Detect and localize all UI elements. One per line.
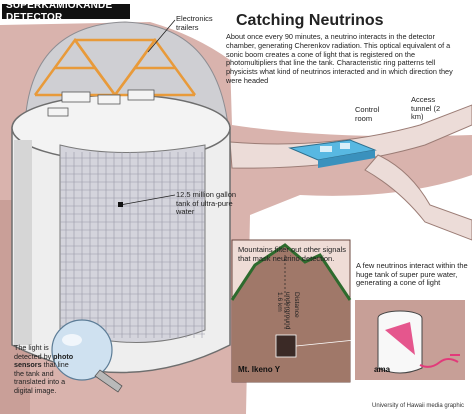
sensor-note: The light is detected by photo sensors t… [14, 343, 78, 396]
cone-inset [355, 300, 465, 380]
electronics-leader [147, 19, 176, 53]
label-distance: Distance underground 1.6 km [275, 292, 300, 330]
control-room [288, 139, 377, 168]
photo-sensor-bulb [51, 319, 123, 393]
tunnel-branch [364, 154, 472, 241]
sensor-note-prefix: The light is detected by [14, 343, 52, 361]
tank-leader [119, 194, 176, 206]
label-ama: ama [374, 365, 391, 374]
credit: University of Hawaii media graphic [372, 403, 465, 409]
intro-text: About once every 90 minutes, a neutrino … [226, 32, 453, 85]
electronics-trailers [47, 89, 155, 117]
mountain-panel [230, 239, 356, 383]
label-mountains: Mountains filter out other signals that … [238, 245, 346, 263]
tank-marker [118, 202, 123, 207]
label-control-room: Control room [355, 105, 380, 123]
label-tank: 12.5 million gallon tank of ultra-pure w… [176, 190, 237, 217]
sensor-note-bold: photo sensors [14, 351, 74, 370]
badge-title: SUPERKAMIOKANDE DETECTOR [2, 0, 130, 23]
sensor-note-suffix: that line the tank and translated into a… [14, 360, 69, 395]
label-few-neutrinos: A few neutrinos interact within the huge… [356, 261, 468, 288]
page-title: Catching Neutrinos [236, 12, 384, 29]
label-electronics: Electronics trailers [176, 14, 213, 32]
tank-shade [14, 140, 32, 345]
label-mountain-name: Mt. Ikeno Y [238, 365, 281, 374]
label-access-tunnel: Access tunnel (2 km) [411, 95, 441, 122]
access-tunnel [229, 104, 472, 169]
